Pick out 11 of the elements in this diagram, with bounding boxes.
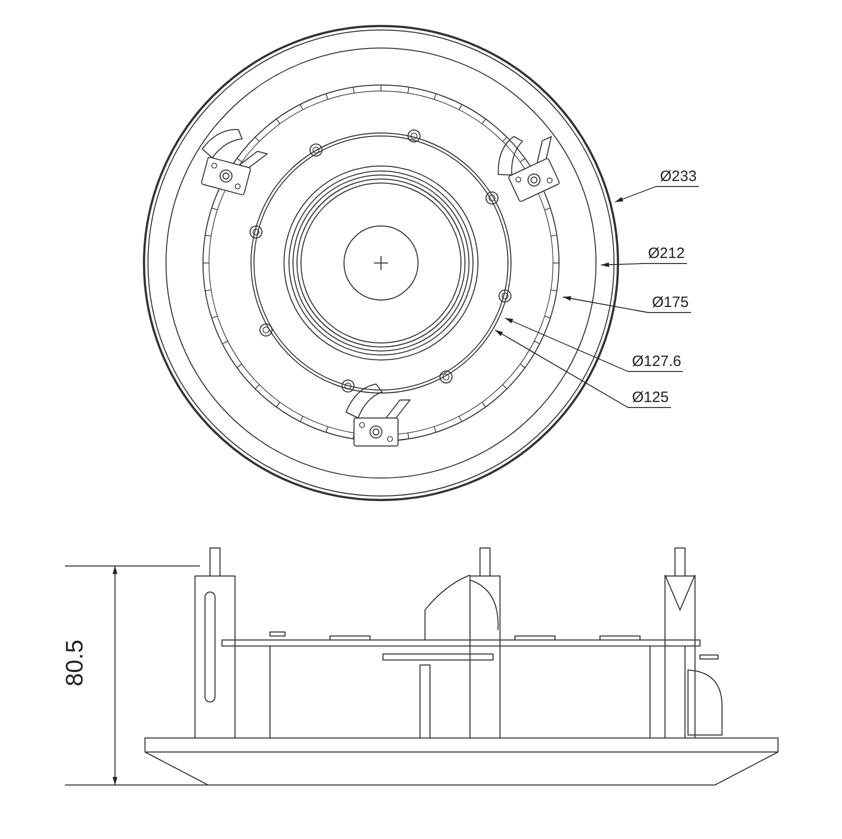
leader-line: [494, 330, 628, 408]
leader-line: [504, 318, 628, 372]
leader-line: [562, 296, 648, 313]
dimension-label: Ø125: [628, 389, 671, 408]
dimension-label: Ø212: [644, 245, 687, 264]
dimension-label: Ø127.6: [628, 353, 684, 372]
leader-line: [614, 186, 656, 202]
dimension-label: Ø233: [656, 168, 699, 187]
dimension-label: 80.5: [62, 640, 88, 686]
leader-line: [600, 262, 644, 268]
dimension-label: Ø175: [648, 294, 691, 313]
